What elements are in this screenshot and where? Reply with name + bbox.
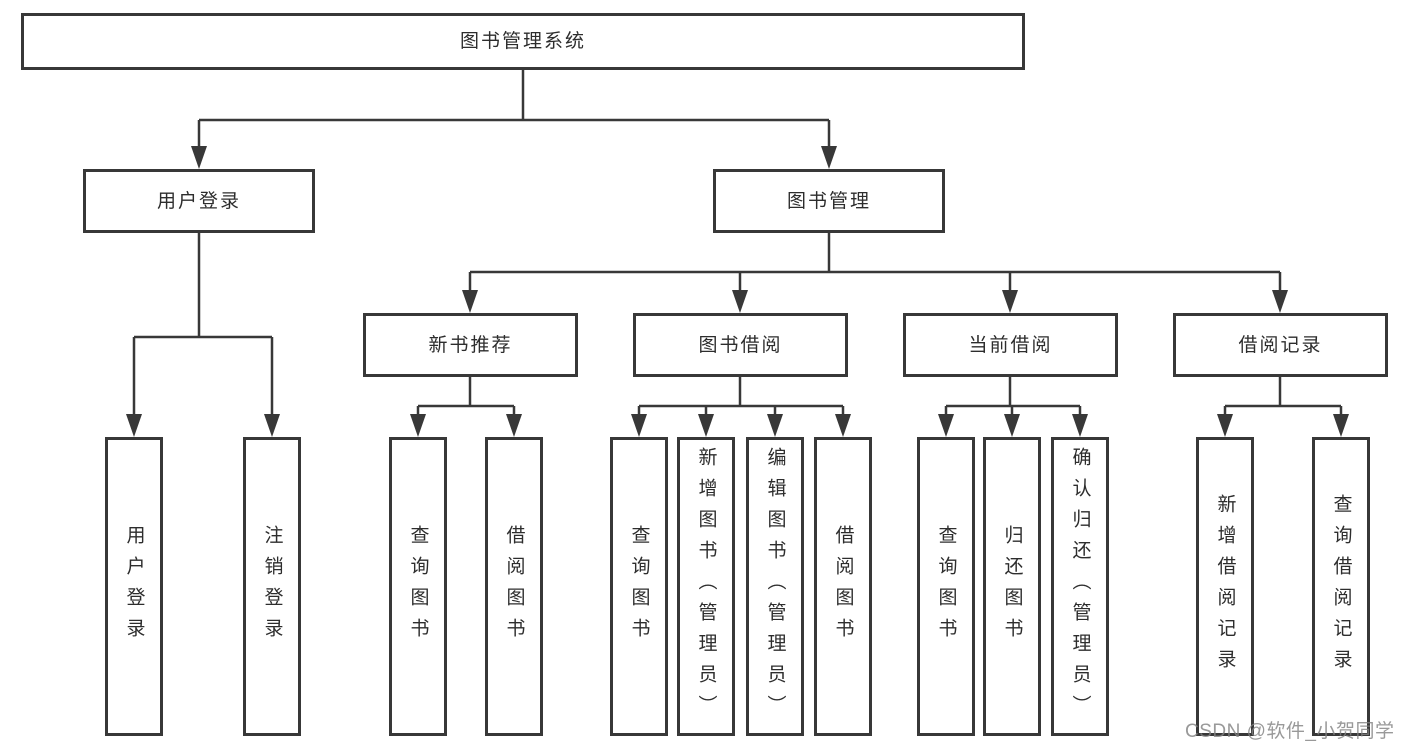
leaf-edit-books-admin: 编辑图书（管理员） (746, 437, 804, 736)
leaf-query-books-newrec: 查询图书 (389, 437, 447, 736)
connector-root-to-level2 (197, 69, 831, 150)
leaf-return-books: 归还图书 (983, 437, 1041, 736)
leaf-add-books-admin: 新增图书（管理员） (677, 437, 735, 736)
connector-bookmgmt-to-level3 (468, 233, 1282, 295)
connector-currentborrow-to-leaves (944, 377, 1082, 420)
leaf-add-borrow-record: 新增借阅记录 (1196, 437, 1254, 736)
node-book-management: 图书管理 (713, 169, 945, 233)
connector-borrowrecords-to-leaves (1223, 377, 1343, 420)
leaf-query-books-current: 查询图书 (917, 437, 975, 736)
leaf-logout: 注销登录 (243, 437, 301, 736)
leaf-borrow-books-newrec: 借阅图书 (485, 437, 543, 736)
leaf-query-borrow-record: 查询借阅记录 (1312, 437, 1370, 736)
leaf-user-login: 用户登录 (105, 437, 163, 736)
connector-userlogin-to-leaves (132, 233, 274, 420)
leaf-confirm-return-admin: 确认归还（管理员） (1051, 437, 1109, 736)
leaf-borrow-books: 借阅图书 (814, 437, 872, 736)
node-borrow-records: 借阅记录 (1173, 313, 1388, 377)
connector-newbookrec-to-leaves (416, 377, 516, 420)
arrowheads (126, 146, 1349, 437)
node-root-system: 图书管理系统 (21, 13, 1025, 70)
node-book-borrow: 图书借阅 (633, 313, 848, 377)
node-user-login: 用户登录 (83, 169, 315, 233)
node-new-book-recommend: 新书推荐 (363, 313, 578, 377)
connector-bookborrow-to-leaves (637, 377, 845, 420)
csdn-watermark: CSDN @软件_小贺同学 (1185, 721, 1395, 742)
leaf-query-books-borrow: 查询图书 (610, 437, 668, 736)
node-current-borrow: 当前借阅 (903, 313, 1118, 377)
